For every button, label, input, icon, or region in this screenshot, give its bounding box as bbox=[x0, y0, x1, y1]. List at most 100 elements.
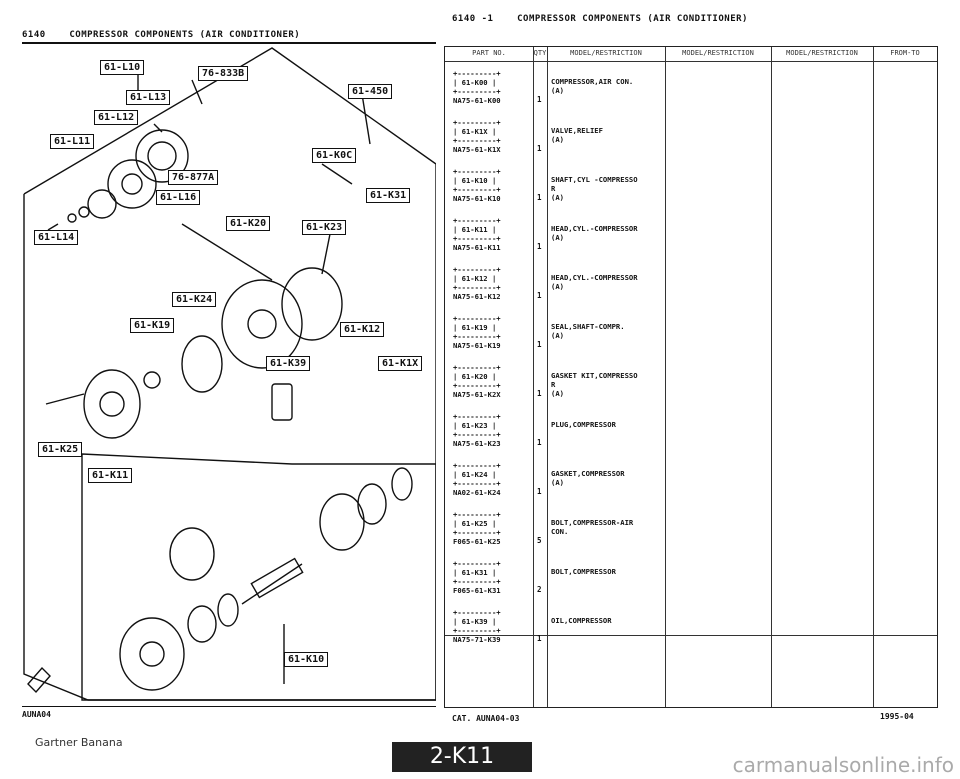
right-header-title: COMPRESSOR COMPONENTS (AIR CONDITIONER) bbox=[517, 14, 748, 24]
part-number-cell: +---------+| 61-K19 |+---------+NA75-61-… bbox=[453, 314, 501, 350]
callout-61-K31: 61-K31 bbox=[366, 188, 411, 203]
front-head bbox=[119, 617, 185, 691]
callout-61-K25: 61-K25 bbox=[38, 442, 83, 457]
left-header-title: COMPRESSOR COMPONENTS (AIR CONDITIONER) bbox=[69, 30, 301, 40]
description-cell: COMPRESSOR,AIR CON. (A) bbox=[551, 77, 634, 95]
part-number: NA02-61-K24 bbox=[453, 488, 501, 497]
part-box-code: | 61-K23 | bbox=[453, 421, 497, 430]
callout-76-833B: 76-833B bbox=[198, 66, 249, 81]
th-model-3: MODEL/RESTRICTION bbox=[786, 49, 858, 57]
exploded-parts-diagram: 61-L10 76-833B 61-L13 61-L12 61-L11 61-4… bbox=[22, 44, 437, 704]
part-box-code: | 61-K11 | bbox=[453, 225, 497, 234]
qty-cell: 2 bbox=[537, 585, 542, 594]
callout-61-L16: 61-L16 bbox=[156, 190, 201, 205]
qty-cell: 1 bbox=[537, 487, 542, 496]
rear-head bbox=[83, 369, 141, 439]
callout-61-K0C: 61-K0C bbox=[312, 148, 357, 163]
description-cell: BOLT,COMPRESSOR bbox=[551, 567, 616, 576]
footer-cat: CAT. AUNA04-03 bbox=[452, 714, 520, 723]
part-number: F065-61-K25 bbox=[453, 537, 501, 546]
callout-61-K24: 61-K24 bbox=[172, 292, 217, 307]
qty-cell: 1 bbox=[537, 193, 542, 202]
part-box-code: | 61-K19 | bbox=[453, 323, 497, 332]
qty-cell: 1 bbox=[537, 242, 542, 251]
part-number-cell: +---------+| 61-K1X |+---------+NA75-61-… bbox=[453, 118, 501, 154]
qty-cell: 1 bbox=[537, 340, 542, 349]
part-number: NA75-61-K11 bbox=[453, 243, 501, 252]
part-number: NA75-61-K12 bbox=[453, 292, 501, 301]
description-cell: SEAL,SHAFT-COMPR. (A) bbox=[551, 322, 625, 340]
part-number-cell: +---------+| 61-K12 |+---------+NA75-61-… bbox=[453, 265, 501, 301]
description-cell: VALVE,RELIEF (A) bbox=[551, 126, 603, 144]
callout-61-K10: 61-K10 bbox=[284, 652, 329, 667]
direction-arrow bbox=[27, 666, 51, 694]
right-header: 6140 -1 COMPRESSOR COMPONENTS (AIR CONDI… bbox=[452, 14, 748, 24]
callout-61-L11: 61-L11 bbox=[50, 134, 95, 149]
footer-left-code: AUNA04 bbox=[22, 710, 51, 719]
left-header-code: 6140 bbox=[22, 30, 46, 40]
qty-cell: 1 bbox=[537, 291, 542, 300]
part-number: NA75-61-K1X bbox=[453, 145, 501, 154]
right-header-code: 6140 -1 bbox=[452, 14, 494, 24]
callout-61-K39: 61-K39 bbox=[266, 356, 311, 371]
part-number: NA75-61-K00 bbox=[453, 96, 501, 105]
part-number-cell: +---------+| 61-K10 |+---------+NA75-61-… bbox=[453, 167, 501, 203]
part-number: NA75-61-K19 bbox=[453, 341, 501, 350]
callout-61-K1X: 61-K1X bbox=[378, 356, 423, 371]
part-number: NA75-61-K2X bbox=[453, 390, 501, 399]
qty-cell: 1 bbox=[537, 95, 542, 104]
callout-61-K11: 61-K11 bbox=[88, 468, 133, 483]
description-cell: GASKET KIT,COMPRESSO R (A) bbox=[551, 371, 638, 398]
callout-61-L13: 61-L13 bbox=[126, 90, 171, 105]
callout-61-K20: 61-K20 bbox=[226, 216, 271, 231]
qty-cell: 5 bbox=[537, 536, 542, 545]
description-cell: HEAD,CYL.-COMPRESSOR (A) bbox=[551, 224, 638, 242]
th-model-2: MODEL/RESTRICTION bbox=[682, 49, 754, 57]
callout-61-K19: 61-K19 bbox=[130, 318, 175, 333]
page-number-badge: 2-K11 bbox=[392, 742, 532, 772]
description-cell: OIL,COMPRESSOR bbox=[551, 616, 612, 625]
part-box-code: | 61-K39 | bbox=[453, 617, 497, 626]
qty-cell: 1 bbox=[537, 144, 542, 153]
callout-61-450: 61-450 bbox=[348, 84, 393, 99]
compressor-body bbox=[221, 279, 303, 369]
qty-cell: 1 bbox=[537, 389, 542, 398]
watermark: carmanualsonline.info bbox=[732, 753, 954, 777]
part-number-cell: +---------+| 61-K25 |+---------+F065-61-… bbox=[453, 510, 501, 546]
callout-76-877A: 76-877A bbox=[168, 170, 219, 185]
header-rule bbox=[445, 61, 937, 62]
pulley bbox=[135, 129, 189, 183]
part-number: F065-61-K31 bbox=[453, 586, 501, 595]
footer-date: 1995-04 bbox=[880, 712, 914, 721]
callout-61-L14: 61-L14 bbox=[34, 230, 79, 245]
left-header-rule bbox=[22, 42, 436, 44]
part-number: NA75-61-K23 bbox=[453, 439, 501, 448]
parts-table: PART NO. QTY MODEL/RESTRICTION MODEL/RES… bbox=[444, 46, 938, 708]
part-box-code: | 61-K25 | bbox=[453, 519, 497, 528]
callout-61-L12: 61-L12 bbox=[94, 110, 139, 125]
clutch-plate bbox=[107, 159, 157, 209]
part-number-cell: +---------+| 61-K20 |+---------+NA75-61-… bbox=[453, 363, 501, 399]
callout-61-K23: 61-K23 bbox=[302, 220, 347, 235]
part-box-code: | 61-K12 | bbox=[453, 274, 497, 283]
description-cell: PLUG,COMPRESSOR bbox=[551, 420, 616, 429]
part-number: NA75-61-K10 bbox=[453, 194, 501, 203]
part-number-cell: +---------+| 61-K39 |+---------+NA75-71-… bbox=[453, 608, 501, 644]
shaft bbox=[250, 557, 304, 599]
th-part-no: PART NO. bbox=[472, 49, 506, 57]
footer-tagline: Gartner Banana bbox=[35, 736, 123, 749]
part-number: NA75-71-K39 bbox=[453, 635, 501, 644]
part-number-cell: +---------+| 61-K00 |+---------+NA75-61-… bbox=[453, 69, 501, 105]
callout-61-K12: 61-K12 bbox=[340, 322, 385, 337]
part-box-code: | 61-K1X | bbox=[453, 127, 497, 136]
description-cell: HEAD,CYL.-COMPRESSOR (A) bbox=[551, 273, 638, 291]
part-number-cell: +---------+| 61-K23 |+---------+NA75-61-… bbox=[453, 412, 501, 448]
part-number-cell: +---------+| 61-K11 |+---------+NA75-61-… bbox=[453, 216, 501, 252]
left-header: 6140 COMPRESSOR COMPONENTS (AIR CONDITIO… bbox=[22, 30, 300, 40]
part-box-code: | 61-K10 | bbox=[453, 176, 497, 185]
part-box-code: | 61-K31 | bbox=[453, 568, 497, 577]
part-box-code: | 61-K00 | bbox=[453, 78, 497, 87]
oil-bottle bbox=[271, 383, 293, 421]
qty-cell: 1 bbox=[537, 438, 542, 447]
part-number-cell: +---------+| 61-K31 |+---------+F065-61-… bbox=[453, 559, 501, 595]
